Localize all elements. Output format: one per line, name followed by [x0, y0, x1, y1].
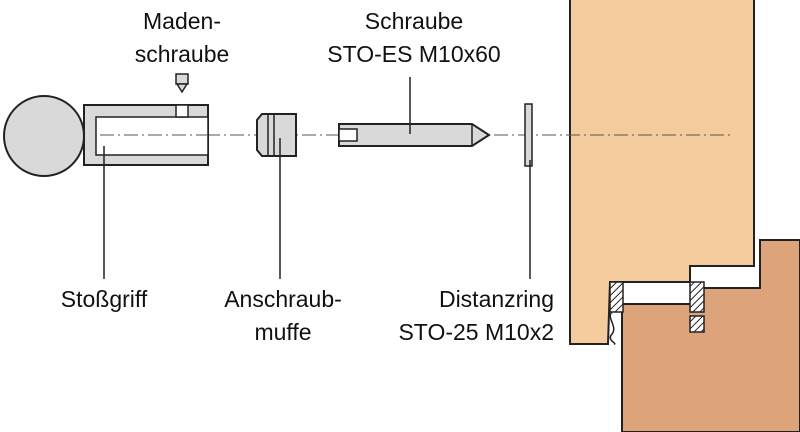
gasket-outer: [689, 281, 705, 313]
distanzring: [524, 103, 533, 167]
stossgriff-threaded-hole: [175, 104, 189, 118]
stossgriff-bore: [95, 116, 209, 156]
label-anschraubmuffe-line1: Anschraub-: [224, 286, 342, 312]
madenschraube-body: [175, 73, 189, 85]
door-frame: [621, 239, 800, 432]
label-schraube-line2: STO-ES M10x60: [327, 41, 500, 67]
label-schraube-line1: Schraube: [365, 8, 463, 34]
label-distanzring-line2: STO-25 M10x2: [398, 319, 554, 345]
gasket-outer-lower: [689, 315, 705, 333]
label-distanzring-line1: Distanzring: [439, 286, 554, 312]
stossgriff-knob: [3, 95, 85, 177]
madenschraube-tip: [175, 83, 189, 94]
label-stossgriff: Stoßgriff: [61, 286, 148, 312]
door-leaf: [569, 0, 755, 345]
label-anschraubmuffe-line2: muffe: [254, 319, 311, 345]
label-madenschraube-line1: Maden-: [143, 8, 221, 34]
gasket-inner: [609, 281, 624, 313]
label-madenschraube-line2: schraube: [135, 41, 230, 67]
gasket-lip: [609, 311, 616, 345]
schraube-hex-socket: [338, 128, 358, 142]
schraube: [338, 123, 491, 147]
anschraubmuffe: [256, 113, 297, 157]
